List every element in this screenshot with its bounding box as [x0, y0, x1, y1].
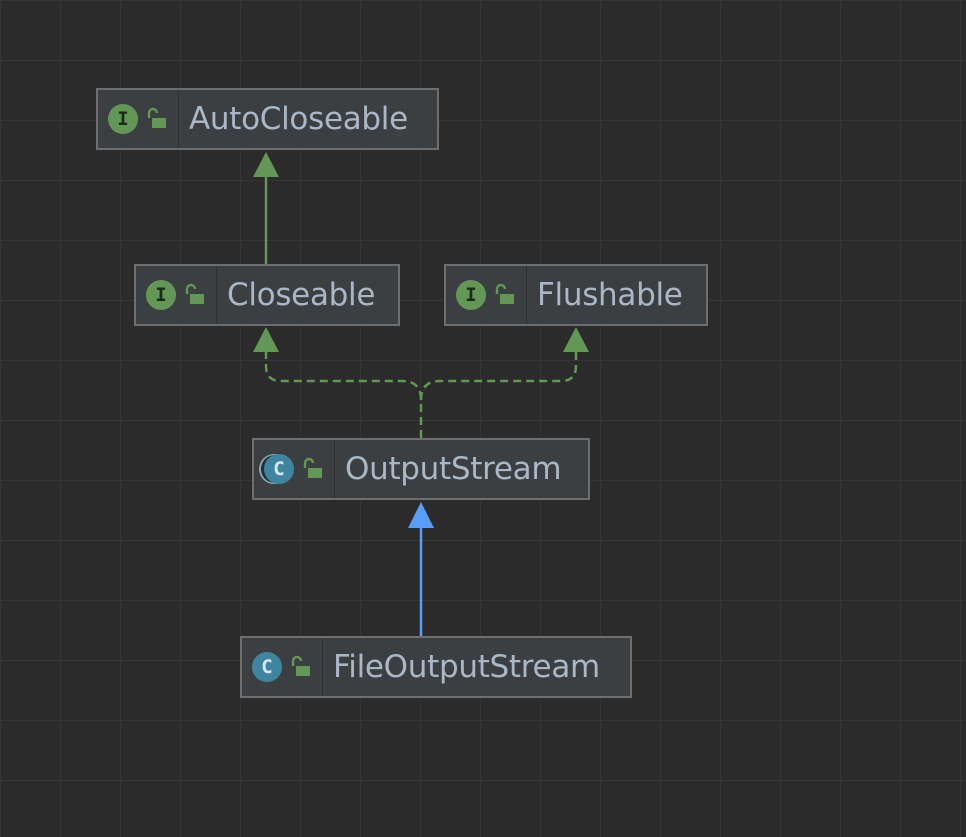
edge-outputstream-to-closeable — [264, 352, 423, 438]
node-label: FileOutputStream — [333, 649, 600, 685]
node-icons: I — [136, 266, 217, 324]
arrowhead-autocloseable — [253, 152, 279, 177]
unlocked-public-icon — [291, 655, 310, 676]
node-icons: I — [98, 90, 179, 148]
node-flushable[interactable]: I Flushable — [444, 264, 708, 326]
node-autocloseable[interactable]: I AutoCloseable — [96, 88, 439, 150]
arrowhead-outputstream — [408, 502, 434, 528]
class-icon: C — [252, 652, 282, 682]
edge-outputstream-to-flushable — [419, 352, 578, 401]
node-icons: C — [242, 638, 323, 696]
unlocked-public-icon — [495, 283, 514, 304]
node-fileoutputstream[interactable]: C FileOutputStream — [240, 636, 632, 698]
node-icons: C — [254, 440, 335, 498]
node-outputstream[interactable]: C OutputStream — [252, 438, 590, 500]
interface-icon: I — [456, 280, 486, 310]
node-label: Flushable — [537, 277, 683, 313]
interface-icon: I — [146, 280, 176, 310]
interface-icon: I — [108, 104, 138, 134]
abstract-class-icon: C — [264, 454, 294, 484]
unlocked-public-icon — [147, 107, 166, 128]
unlocked-public-icon — [185, 283, 204, 304]
unlocked-public-icon — [303, 457, 322, 478]
node-label: Closeable — [227, 277, 376, 313]
node-icons: I — [446, 266, 527, 324]
node-closeable[interactable]: I Closeable — [134, 264, 400, 326]
node-label: AutoCloseable — [189, 101, 408, 137]
arrowhead-closeable — [253, 327, 279, 352]
node-label: OutputStream — [345, 451, 562, 487]
arrowhead-flushable — [563, 327, 589, 352]
